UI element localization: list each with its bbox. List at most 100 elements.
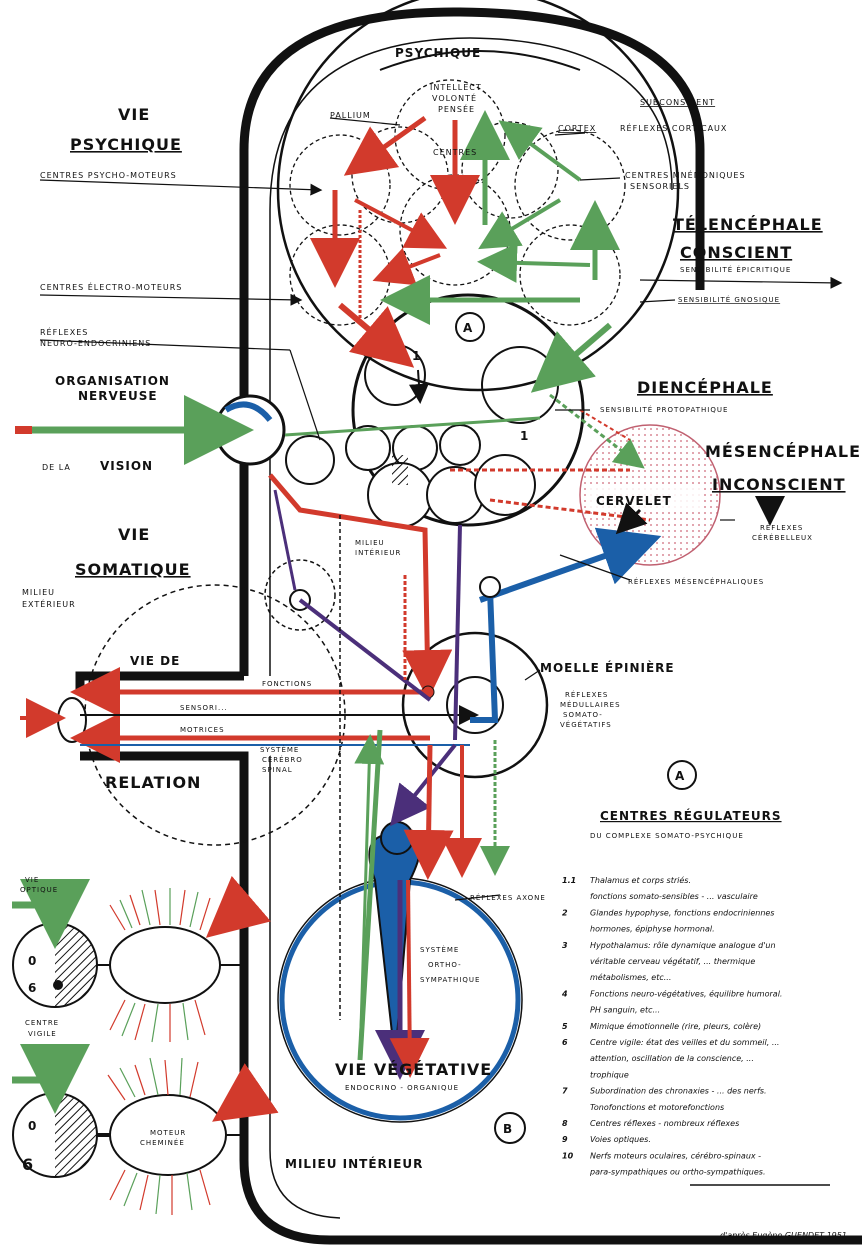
- sensoriels-label: SENSORIELS: [630, 182, 690, 191]
- moteur-2: CHEMINÉE: [140, 1138, 185, 1147]
- reflexes-neuro-2: NEURO-ENDOCRINIENS: [40, 339, 151, 348]
- legend-item-text: Nerfs moteurs oculaires, cérébro-spinaux…: [590, 1150, 761, 1160]
- relation-label: RELATION: [105, 773, 201, 792]
- reflexes-axone-label: RÉFLEXES AXONE: [470, 893, 546, 902]
- legend-item-text: Glandes hypophyse, fonctions endocrinien…: [590, 908, 774, 917]
- systeme-cerebro-2: CÉRÉBRO: [262, 755, 303, 764]
- chemo-oval-top: [110, 927, 220, 1003]
- moelle-circle: [403, 633, 547, 777]
- spinal-ganglion: [480, 577, 500, 597]
- intellect-label: INTELLECT: [430, 83, 482, 92]
- volonte-label: VOLONTÉ: [432, 92, 477, 103]
- legend-item-number: 8: [562, 1119, 568, 1128]
- legend-item-text: hormones, épiphyse hormonal.: [590, 924, 715, 934]
- purple-tract-1: [275, 490, 295, 590]
- motrices-label: MOTRICES: [180, 726, 225, 734]
- reflexes-corticaux-label: RÉFLEXES CORTICAUX: [620, 122, 727, 133]
- vie-somatique-1: VIE: [118, 525, 150, 544]
- reflexes-moelle-3: SOMATO-: [563, 711, 603, 719]
- purple-tract-2: [300, 600, 430, 700]
- centre-vigile-2: VIGILE: [28, 1030, 57, 1038]
- legend-items: 1.1Thalamus et corps striés.fonctions so…: [561, 875, 782, 1177]
- milieu-interieur-small-1: MILIEU: [355, 539, 385, 547]
- sensibilite-epicritique-label: SENSIBILITÉ ÉPICRITIQUE: [680, 265, 791, 274]
- cortex-label: CORTEX: [558, 124, 596, 133]
- de-la-vision-small: DE LA: [42, 463, 71, 472]
- legend-item-text: Thalamus et corps striés.: [590, 875, 691, 885]
- psychique-label: PSYCHIQUE: [395, 46, 481, 60]
- milieu-interieur-label: MILIEU INTÉRIEUR: [285, 1156, 423, 1171]
- blue-spinal-tract: [470, 590, 495, 720]
- moelle-epiniere-label: MOELLE ÉPINIÈRE: [540, 660, 675, 675]
- conscient-label: CONSCIENT: [680, 243, 792, 262]
- de-la-vision: VISION: [100, 459, 153, 473]
- legend-item-text: Centres réflexes - nombreux réflexes: [590, 1118, 739, 1128]
- legend-item-text: attention, oscillation de la conscience,…: [590, 1054, 754, 1063]
- milieu-exterieur-2: EXTÉRIEUR: [22, 598, 76, 609]
- legend-item-text: Voies optiques.: [590, 1135, 651, 1144]
- sensibilite-gnosique-label: SENSIBILITÉ GNOSIQUE: [678, 295, 780, 304]
- legend-item-number: 5: [562, 1022, 568, 1031]
- legend-item-number: 3: [562, 941, 568, 950]
- vie-somatique-2: SOMATIQUE: [75, 560, 191, 579]
- signature: d'après Eugène GUENDET 1951: [720, 1230, 847, 1240]
- fonctions-label: FONCTIONS: [262, 680, 312, 688]
- legend-item-text: PH sanguin, etc...: [590, 1006, 660, 1015]
- sympathetic-ganglion-head: [381, 822, 413, 854]
- zero-label-a: 0: [28, 954, 37, 968]
- six-label-a: 6: [28, 981, 37, 995]
- one-label-a: 1: [412, 349, 421, 363]
- systeme-ortho-3: SYMPATHIQUE: [420, 976, 480, 984]
- centres-psycho-moteurs: CENTRES PSYCHO-MOTEURS: [40, 171, 177, 180]
- mesencephale-label: MÉSENCÉPHALE: [705, 442, 861, 461]
- subconscient-label: SUBCONSCIENT: [640, 98, 715, 107]
- legend-item-text: Subordination des chronaxies - ... des n…: [590, 1087, 767, 1096]
- vie-de-label: VIE DE: [130, 654, 180, 668]
- systeme-cerebro-1: SYSTÈME: [260, 745, 299, 754]
- legend-item-number: 4: [561, 989, 568, 998]
- inconscient-label: INCONSCIENT: [712, 475, 846, 494]
- telencephale-label: TÉLENCÉPHALE: [673, 215, 823, 234]
- vie-psychique-2: PSYCHIQUE: [70, 135, 182, 154]
- reflexes-moelle-4: VÉGÉTATIFS: [560, 720, 612, 729]
- peripheral-receptor: [58, 698, 86, 742]
- six-label-b: 6: [22, 1155, 34, 1174]
- milieu-interieur-small-2: INTÉRIEUR: [355, 548, 401, 557]
- pallium-label: PALLIUM: [330, 111, 371, 120]
- red-down-vegetative: [408, 880, 410, 1070]
- reflexes-cerebelleux-2: CÉRÉBELLEUX: [752, 533, 813, 542]
- legend-item-number: 9: [562, 1135, 568, 1144]
- legend-item-text: Tonofonctions et motorefonctions: [590, 1103, 724, 1112]
- milieu-exterieur-1: MILIEU: [22, 588, 55, 597]
- reflexes-mesencephaliques-label: RÉFLEXES MÉSENCÉPHALIQUES: [628, 577, 764, 586]
- cervelet-label: CERVELET: [596, 494, 672, 508]
- centres-label: CENTRES: [433, 148, 477, 157]
- centre-vigile-hatch: [55, 923, 97, 1007]
- centres-mnemoniques-label: CENTRES MNÉMONIQUES: [625, 169, 746, 180]
- legend-item-text: Mimique émotionnelle (rire, pleurs, colè…: [590, 1021, 761, 1031]
- legend-subtitle: DU COMPLEXE SOMATO-PSYCHIQUE: [590, 832, 744, 840]
- legend-item-text: véritable cerveau végétatif, ... thermiq…: [590, 956, 755, 966]
- sensibilite-protopathique-label: SENSIBILITÉ PROTOPATHIQUE: [600, 405, 728, 414]
- red-down-1: [428, 745, 430, 870]
- sensorielles-label: SENSORI...: [180, 704, 228, 712]
- purple-tract-3: [455, 525, 460, 740]
- moteur-1: MOTEUR: [150, 1129, 186, 1137]
- legend-item-text: Hypothalamus: rôle dynamique analogue d'…: [590, 940, 776, 950]
- legend-item-number: 7: [562, 1087, 568, 1096]
- sympathetic-ganglion: [369, 835, 420, 1060]
- legend-item-text: Fonctions neuro-végétatives, équilibre h…: [590, 988, 782, 998]
- reflexes-neuro-1: RÉFLEXES: [40, 326, 88, 337]
- organisation-1: ORGANISATION: [55, 374, 170, 388]
- hatched-nucleus: [392, 455, 408, 485]
- vie-optique-1: VIE: [25, 876, 39, 884]
- vie-vegetative-label: VIE VÉGÉTATIVE: [335, 1060, 492, 1079]
- vie-optique-2: OPTIQUE: [20, 886, 58, 894]
- pensee-label: PENSÉE: [438, 103, 475, 114]
- body-inner-outline: [270, 38, 672, 676]
- one-label-b: 1: [520, 429, 529, 443]
- vie-vegetative-sub: ENDOCRINO - ORGANIQUE: [345, 1084, 459, 1092]
- b-badge-label: B: [503, 1122, 513, 1136]
- systeme-cerebro-3: SPINAL: [262, 766, 293, 774]
